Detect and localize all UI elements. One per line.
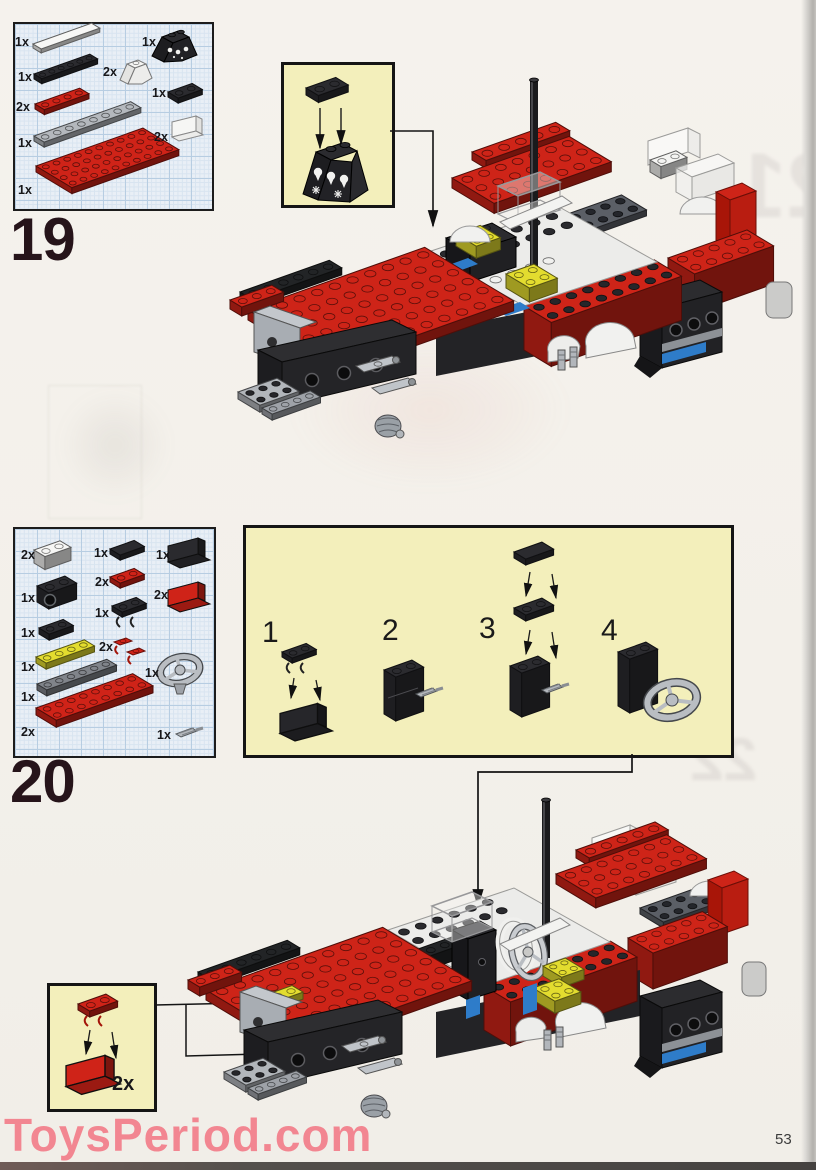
qty-label: 1x: [18, 136, 32, 150]
black-beam: [196, 939, 301, 988]
white-arch: [515, 1016, 547, 1043]
rear-wing: [626, 911, 729, 990]
qty-label: 2x: [21, 548, 35, 562]
white-arch-ring: [495, 917, 537, 975]
rear-top-plate: [470, 121, 571, 170]
steering-wheel: [507, 922, 549, 982]
qty-label: 2x: [154, 588, 168, 602]
qty-label: 1x: [94, 546, 108, 560]
page-edge-right: [801, 0, 816, 1170]
qty-label: 1x: [21, 690, 35, 704]
page-number: 53: [775, 1131, 792, 1148]
dashboard-console: [450, 920, 498, 1001]
qty-label: 2x: [16, 100, 30, 114]
blue-tile: [466, 995, 480, 1019]
windshield-frame: [430, 891, 494, 943]
qty-label: 2x: [154, 130, 168, 144]
white-arch: [449, 225, 491, 243]
white-arch: [547, 335, 581, 363]
showthrough-smudge: [60, 390, 170, 500]
windshield-frame: [496, 171, 562, 225]
front-deck: [204, 926, 473, 1055]
front-bumper: [186, 964, 243, 997]
qty-label: 1x: [145, 666, 159, 680]
black-beam: [238, 259, 343, 308]
cockpit-floor: [426, 207, 659, 307]
white-arch: [679, 196, 725, 215]
trunk-panels: [591, 824, 678, 896]
page-edge-bottom: [0, 1162, 816, 1170]
white-arch-ring-outline: [499, 920, 533, 972]
step19-number: 19: [10, 206, 76, 273]
step20-number: 20: [10, 748, 76, 815]
qty-label: 1x: [15, 35, 29, 49]
step20-parts-box: [13, 527, 216, 758]
engine-console: [444, 222, 518, 283]
rear-deck: [554, 834, 708, 909]
rear-red-pillar: [706, 870, 750, 935]
qty-label: 2x: [99, 640, 113, 654]
qty-label: 2x: [95, 575, 109, 589]
body-side: [522, 259, 683, 368]
seat: [531, 978, 583, 1015]
front-bumper: [228, 284, 285, 317]
white-beam: [498, 917, 572, 952]
qty-label: 1x: [18, 183, 32, 197]
substep-number-3: 3: [479, 612, 496, 645]
white-arch: [689, 880, 731, 897]
step19-parts-box: [13, 22, 214, 211]
rear-deck: [450, 135, 613, 215]
antenna-rod: [527, 77, 541, 278]
gray-plates: [638, 887, 721, 929]
black-plate-stack: [402, 933, 473, 975]
cockpit-floor: [386, 887, 612, 987]
underside: [436, 970, 640, 1058]
rear-top-plate: [574, 821, 670, 867]
seat: [504, 263, 559, 303]
clear-brick: [741, 961, 767, 997]
rear-wing: [666, 229, 775, 313]
seat: [541, 957, 586, 989]
callout-qty-label: 2x: [112, 1073, 135, 1095]
showthrough-smudge: [290, 330, 570, 490]
rear-block: [634, 279, 724, 378]
qty-label: 1x: [21, 660, 35, 674]
qty-label: 1x: [142, 35, 156, 49]
watermark: ToysPeriod.com: [4, 1109, 373, 1161]
seat: [454, 224, 502, 260]
white-arch: [554, 1002, 607, 1039]
substep-number-4: 4: [601, 614, 618, 647]
qty-label: 1x: [156, 548, 170, 562]
body-side: [482, 940, 639, 1047]
front-suspension: [222, 985, 564, 1119]
qty-label: 1x: [18, 70, 32, 84]
qty-label: 1x: [157, 728, 171, 742]
step20-callout-box: [47, 983, 157, 1112]
substep-number-2: 2: [382, 614, 399, 647]
blue-tile: [496, 302, 530, 316]
qty-label: 2x: [103, 65, 117, 79]
step20-model-illustration: [186, 797, 767, 1119]
substeps-connector-line: [477, 754, 633, 898]
qty-label: 1x: [95, 606, 109, 620]
clear-brick: [765, 281, 793, 319]
ghost-showthrough-box: [48, 385, 142, 519]
gray-plates: [560, 194, 648, 238]
yellow-plate-1x4: [238, 984, 305, 1019]
trunk-panels: [647, 127, 736, 202]
white-arch: [584, 322, 637, 359]
qty-label: 1x: [21, 591, 35, 605]
qty-label: 1x: [21, 626, 35, 640]
white-beam: [498, 195, 574, 230]
qty-label: 1x: [152, 86, 166, 100]
blue-tile: [523, 983, 537, 1015]
step19-callout-box: [281, 62, 395, 208]
substep-number-1: 1: [262, 616, 279, 649]
steering-column-rod: [541, 797, 551, 958]
qty-label: 2x: [21, 725, 35, 739]
blue-tile: [446, 258, 478, 272]
rear-block: [634, 979, 724, 1078]
